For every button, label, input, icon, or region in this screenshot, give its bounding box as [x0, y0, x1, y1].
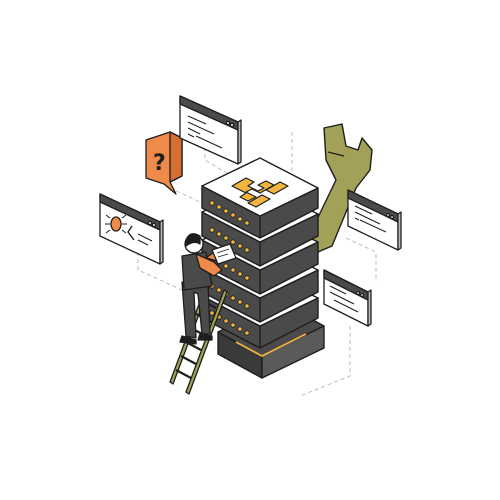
question-bubble-icon: ? — [145, 131, 183, 195]
bug-icon — [105, 214, 127, 234]
code-window-bottom — [323, 269, 372, 327]
wrench-icon — [307, 123, 373, 253]
h-logo-icon — [231, 177, 289, 208]
code-window-right — [347, 189, 402, 251]
server-lights — [209, 200, 250, 336]
code-window-top — [179, 95, 242, 165]
question-mark-glyph: ? — [153, 151, 166, 176]
technician-figure — [179, 233, 237, 345]
bug-report-window — [99, 193, 164, 265]
